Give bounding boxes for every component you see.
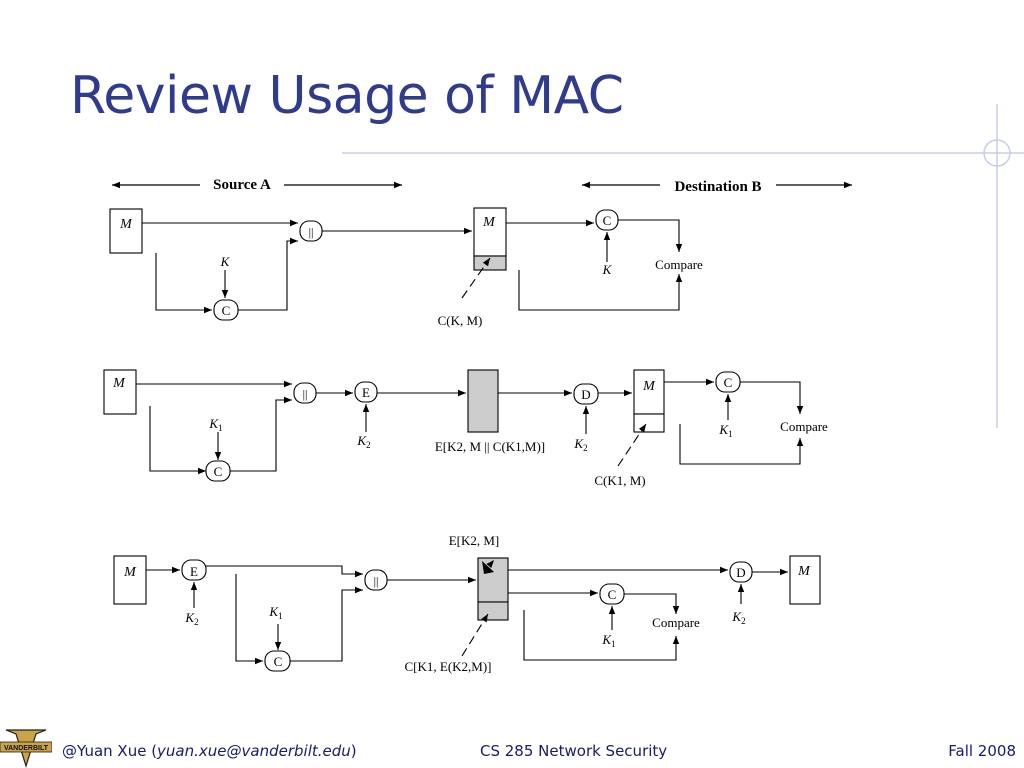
row2-encrypt-node: [354, 381, 378, 403]
row3-encrypt-node: [181, 559, 207, 581]
row1-authentication: [109, 207, 683, 321]
footer-course: CS 285 Network Security: [480, 742, 668, 760]
footer-author-suffix: ): [350, 742, 357, 760]
row3-received-mac: [477, 601, 509, 621]
row1-key-label: K: [220, 254, 231, 269]
row3-received-ciphertext: [477, 557, 509, 603]
vanderbilt-logo: VANDERBILT: [0, 729, 52, 768]
row1-concat-label: ||: [309, 225, 314, 239]
row2-decrypt-label: D: [581, 387, 590, 402]
row3-annotation: C[K1, E(K2,M)]: [404, 659, 491, 674]
row3-message-box: [113, 555, 147, 605]
row2-compare-label: Compare: [780, 419, 828, 434]
row2-recovered-mac: [633, 413, 665, 433]
row3-concat-label: ||: [374, 574, 379, 588]
row3-dec-key-label: K2: [731, 609, 745, 626]
row1-dest-key-label: K: [602, 262, 613, 277]
row3-output-message: [789, 555, 821, 605]
row3-compare-label: Compare: [652, 615, 700, 630]
source-a-header: Source A: [112, 177, 402, 193]
row2-ciphertext-label: E[K2, M || C(K1,M)]: [435, 439, 545, 454]
row1-annotation: C(K, M): [438, 313, 483, 328]
row1-dest-mac-label: C: [603, 213, 612, 228]
slide-title: Review Usage of MAC: [70, 66, 624, 126]
row1-message-box: [109, 208, 143, 254]
row1-labels: M K C || M C K Compare C(K, M): [119, 213, 703, 328]
destination-b-header: Destination B: [582, 179, 852, 195]
row2-dest-mac-label: C: [724, 375, 733, 390]
row1-received-mac: [473, 255, 507, 271]
row2-mac-node: [205, 460, 231, 482]
row1-msg-label: M: [119, 217, 133, 232]
row3-decrypt-label: D: [736, 565, 745, 580]
row3-encrypt-label: E: [190, 564, 198, 579]
row3-output-msg-label: M: [797, 564, 811, 579]
row2-dec-key-label: K2: [573, 436, 587, 453]
row2-ciphertext-block: [467, 369, 499, 433]
row2-concat-label: ||: [303, 387, 308, 401]
row3-annotation-top: E[K2, M]: [449, 533, 500, 548]
row3-mac-node: [264, 650, 291, 672]
mac-usage-diagram: Source A Destination B M K C || M C K Co…: [103, 177, 852, 674]
footer-term: Fall 2008: [948, 742, 1016, 760]
row2-encrypt-label: E: [362, 385, 370, 400]
source-a-label: Source A: [213, 177, 271, 193]
logo-text: VANDERBILT: [4, 745, 49, 752]
row1-dest-msg-label: M: [482, 215, 496, 230]
row2-auth-confidentiality: [103, 369, 804, 482]
row3-key1-label: K1: [268, 604, 282, 621]
row3-dest-mac-label: C: [608, 587, 617, 602]
row2-dest-msg-label: M: [642, 379, 656, 394]
row3-top-pointer: [482, 561, 494, 574]
row2-msg-label: M: [112, 376, 126, 391]
row3-mac-label: C: [274, 654, 283, 669]
row3-dest-key-label: K1: [601, 632, 615, 649]
row2-key1-label: K1: [208, 416, 222, 433]
row3-encrypt-then-mac: [113, 555, 821, 672]
row2-annotation: C(K1, M): [594, 473, 645, 488]
footer-email: yuan.xue@vanderbilt.edu: [157, 742, 351, 760]
row1-mac-label: C: [222, 303, 231, 318]
row2-message-box: [103, 369, 137, 415]
row1-compare-label: Compare: [655, 257, 703, 272]
row2-recovered-message: [633, 369, 665, 415]
footer-author: @Yuan Xue (yuan.xue@vanderbilt.edu): [62, 742, 357, 760]
row2-dest-key-label: K1: [718, 422, 732, 439]
row3-labels: M E K2 K1 C || E[K2, M] C K1 Compare D K…: [123, 533, 811, 674]
row3-msg-label: M: [123, 565, 137, 580]
destination-b-label: Destination B: [674, 179, 761, 195]
row2-mac-label: C: [214, 464, 223, 479]
row2-decrypt-node: [573, 383, 599, 405]
row2-labels: M K1 C || E K2 E[K2, M || C(K1,M)] D K2 …: [112, 375, 828, 488]
row2-key2-label: K2: [356, 433, 370, 450]
row3-key2-label: K2: [184, 610, 198, 627]
row1-mac-node: [213, 299, 239, 321]
footer-author-name: @Yuan Xue (: [62, 742, 158, 760]
